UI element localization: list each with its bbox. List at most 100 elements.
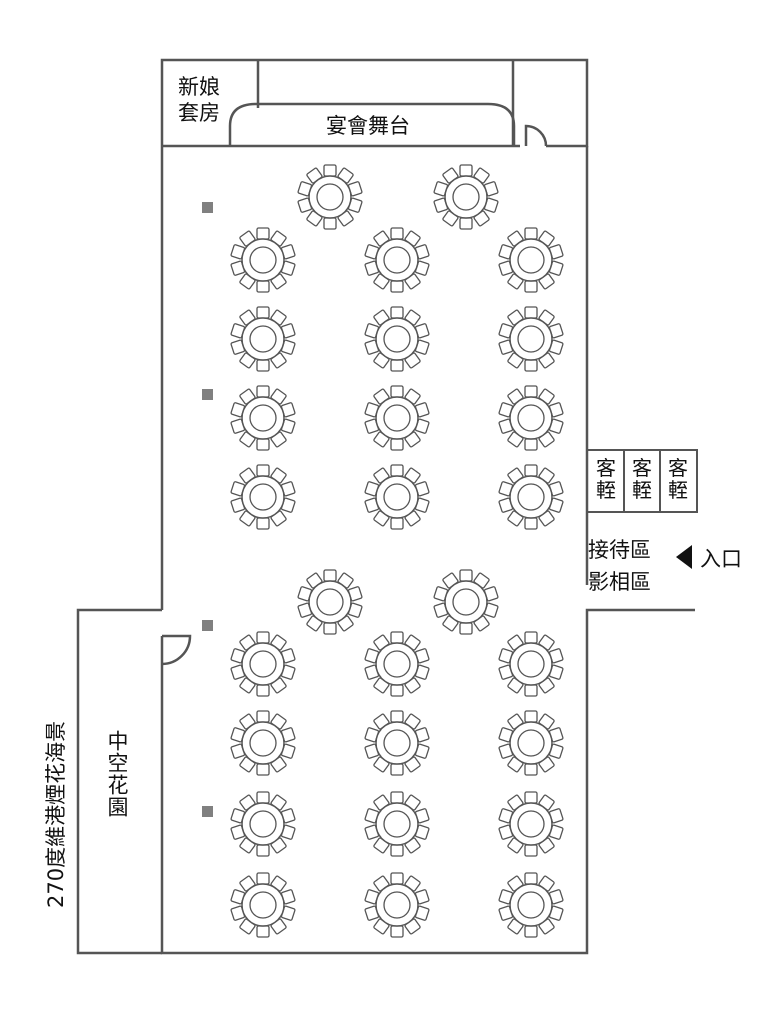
round-table xyxy=(498,306,564,372)
lazy-susan xyxy=(517,891,545,919)
lazy-susan xyxy=(316,588,344,616)
table-top xyxy=(444,580,488,624)
chair xyxy=(390,385,404,398)
chair xyxy=(323,217,337,230)
sea-view-label: 270度維港煙花海景 xyxy=(44,720,68,908)
round-table xyxy=(498,464,564,530)
lazy-susan xyxy=(249,483,277,511)
table-top xyxy=(375,642,419,686)
chair xyxy=(524,280,538,293)
round-table xyxy=(364,306,430,372)
round-table xyxy=(230,791,296,857)
chair xyxy=(390,844,404,857)
table-top xyxy=(241,802,285,846)
chair xyxy=(459,622,473,635)
round-table xyxy=(230,872,296,938)
chair xyxy=(524,844,538,857)
table-top xyxy=(509,721,553,765)
lazy-susan xyxy=(517,483,545,511)
round-table xyxy=(364,227,430,293)
table-top xyxy=(241,238,285,282)
chair xyxy=(256,763,270,776)
round-table xyxy=(230,631,296,697)
lazy-susan xyxy=(383,404,411,432)
table-top xyxy=(241,317,285,361)
table-top xyxy=(375,475,419,519)
table-top xyxy=(375,721,419,765)
chair xyxy=(524,306,538,319)
markers xyxy=(202,202,213,817)
round-table xyxy=(230,464,296,530)
table-top xyxy=(509,396,553,440)
table-top xyxy=(375,396,419,440)
entrance-arrow-icon xyxy=(676,545,692,569)
marker xyxy=(202,806,213,817)
chair xyxy=(459,569,473,582)
table-top xyxy=(509,475,553,519)
round-table xyxy=(297,569,363,635)
lazy-susan xyxy=(383,483,411,511)
round-table xyxy=(230,385,296,451)
round-table xyxy=(364,710,430,776)
round-table xyxy=(433,164,499,230)
chair xyxy=(390,359,404,372)
chair xyxy=(256,359,270,372)
marker xyxy=(202,389,213,400)
round-table xyxy=(364,791,430,857)
cart-boxes xyxy=(586,449,698,513)
lazy-susan xyxy=(316,183,344,211)
lazy-susan xyxy=(249,246,277,274)
bridal-suite-label: 新娘 套房 xyxy=(178,75,220,125)
chair xyxy=(256,464,270,477)
stage-outline xyxy=(228,102,516,146)
chair xyxy=(323,569,337,582)
lazy-susan xyxy=(249,729,277,757)
chair xyxy=(524,631,538,644)
chair xyxy=(323,622,337,635)
chair xyxy=(390,710,404,723)
lazy-susan xyxy=(383,650,411,678)
round-table xyxy=(297,164,363,230)
chair xyxy=(459,164,473,177)
cart-label: 客 輊 xyxy=(596,456,616,502)
round-table xyxy=(498,710,564,776)
chair xyxy=(256,872,270,885)
chair xyxy=(524,517,538,530)
cart-label: 客 輊 xyxy=(632,456,652,502)
table-top xyxy=(444,175,488,219)
cart-label: 客 輊 xyxy=(668,456,688,502)
chair xyxy=(323,164,337,177)
chair xyxy=(256,385,270,398)
reception-label: 接待區 影相區 xyxy=(588,538,651,594)
chair xyxy=(390,280,404,293)
chair xyxy=(256,684,270,697)
table-top xyxy=(241,642,285,686)
chair xyxy=(256,710,270,723)
lazy-susan xyxy=(383,246,411,274)
lazy-susan xyxy=(517,325,545,353)
round-table xyxy=(498,791,564,857)
chair xyxy=(256,517,270,530)
chair xyxy=(390,872,404,885)
chair xyxy=(390,684,404,697)
chair xyxy=(256,438,270,451)
chair xyxy=(524,710,538,723)
stage-label: 宴會舞台 xyxy=(326,114,410,138)
chair xyxy=(390,925,404,938)
lazy-susan xyxy=(517,404,545,432)
round-table xyxy=(230,306,296,372)
lazy-susan xyxy=(517,246,545,274)
chair xyxy=(390,227,404,240)
lazy-susan xyxy=(249,650,277,678)
table-top xyxy=(308,175,352,219)
table-top xyxy=(241,883,285,927)
lazy-susan xyxy=(517,810,545,838)
lazy-susan xyxy=(249,891,277,919)
entrance-label: 入口 xyxy=(700,547,742,571)
round-table xyxy=(498,631,564,697)
chair xyxy=(524,438,538,451)
table-top xyxy=(375,238,419,282)
table-top xyxy=(241,475,285,519)
round-table xyxy=(364,464,430,530)
